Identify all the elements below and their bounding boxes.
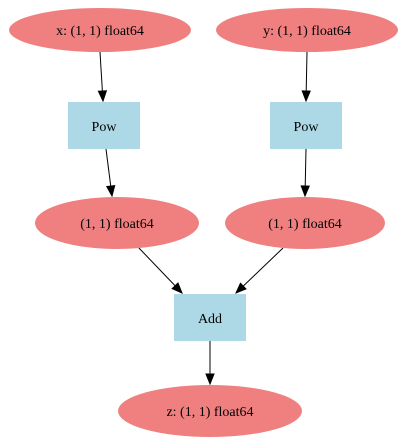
- node-t1-label: (1, 1) float64: [80, 217, 153, 232]
- node-add-shape: [174, 294, 246, 341]
- node-t1: (1, 1) float64: [35, 197, 199, 249]
- node-add-label: Add: [198, 312, 222, 327]
- edge-t1-to-add: [137, 246, 183, 294]
- node-x-label: x: (1, 1) float64: [56, 24, 144, 39]
- node-t2-label: (1, 1) float64: [268, 217, 341, 232]
- edge-pow1-to-t1: [105, 148, 116, 198]
- edge-add-to-z: [205, 341, 215, 386]
- edge-pow2-to-t2: [300, 148, 310, 198]
- node-pow1: Pow: [68, 102, 140, 149]
- node-y-shape: [216, 8, 398, 52]
- node-pow1-label: Pow: [92, 120, 118, 135]
- edge-x-to-pow1: [97, 51, 108, 103]
- node-z-shape: [118, 385, 302, 437]
- node-pow2-label: Pow: [294, 120, 320, 135]
- node-pow2: Pow: [270, 102, 342, 149]
- node-z-label: z: (1, 1) float64: [166, 405, 253, 420]
- node-pow1-shape: [68, 102, 140, 149]
- node-y: y: (1, 1) float64: [216, 8, 398, 52]
- node-pow2-shape: [270, 102, 342, 149]
- node-z: z: (1, 1) float64: [118, 385, 302, 437]
- node-y-label: y: (1, 1) float64: [263, 24, 351, 39]
- edge-t2-to-add: [235, 247, 284, 294]
- node-t2-shape: [225, 197, 385, 249]
- node-x: x: (1, 1) float64: [9, 8, 191, 52]
- node-add: Add: [174, 294, 246, 341]
- edge-y-to-pow2: [301, 51, 311, 103]
- node-t2: (1, 1) float64: [225, 197, 385, 249]
- node-x-shape: [9, 8, 191, 52]
- node-t1-shape: [35, 197, 199, 249]
